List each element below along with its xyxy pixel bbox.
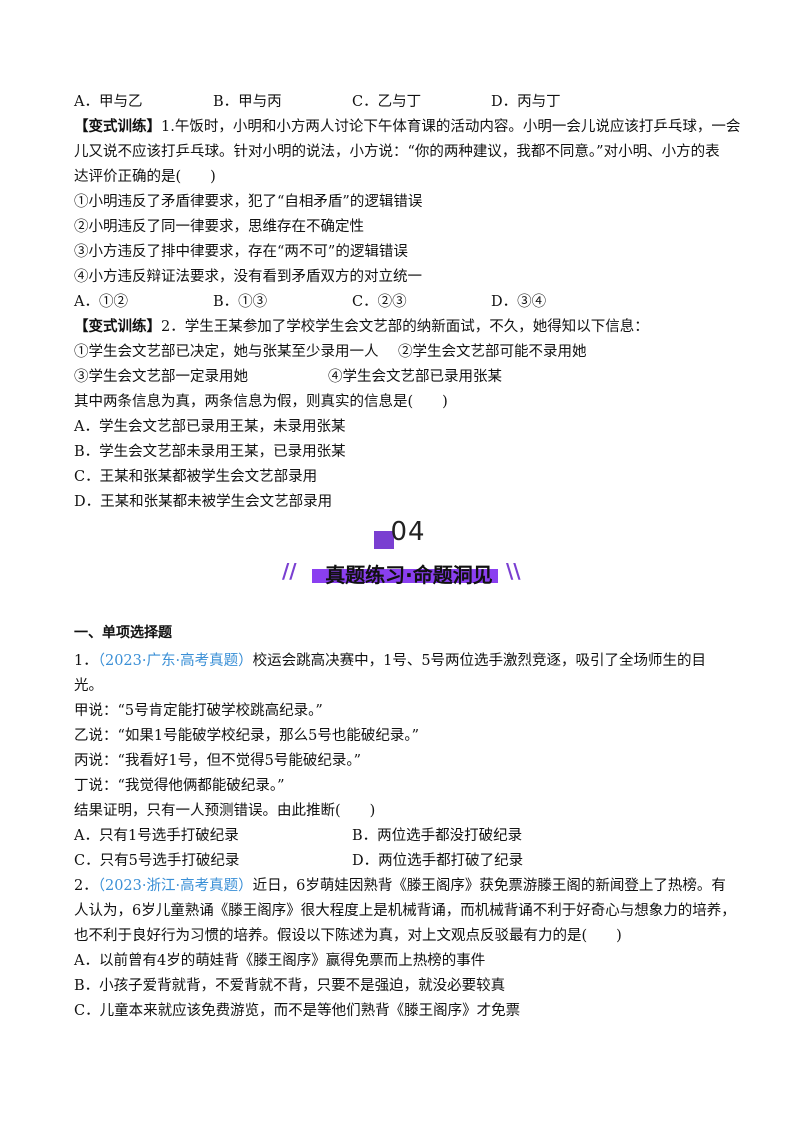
option-row: A．①② B．①③ C．②③ D．③④	[74, 292, 730, 312]
number-accent	[374, 531, 394, 549]
info-item: ①学生会文艺部已决定，她与张某至少录用一人	[74, 344, 379, 360]
option-c[interactable]: C．只有5号选手打破纪录	[74, 853, 240, 869]
option-row: A．只有1号选手打破纪录 B．两位选手都没打破纪录	[74, 826, 730, 846]
title-highlight	[312, 569, 498, 583]
banner-title-box: 真题练习·命题洞见	[304, 557, 500, 589]
question-text: 1.午饭时，小明和小方两人讨论下午体育课的活动内容。小明一会儿说应该打乒乓球，一…	[161, 119, 741, 135]
option-d[interactable]: D．两位选手都打破了纪录	[352, 853, 524, 869]
option-a[interactable]: A．只有1号选手打破纪录	[74, 828, 239, 844]
question-source: （2023·广东·高考真题）	[97, 653, 253, 669]
option-b[interactable]: B．甲与丙	[213, 94, 282, 110]
question-text: 2．学生王某参加了学校学生会文艺部的纳新面试，不久，她得知以下信息：	[161, 319, 649, 335]
statement: ②小明违反了同一律要求，思维存在不确定性	[74, 219, 364, 235]
question-text: 人认为，6岁儿童熟诵《滕王阁序》很大程度上是机械背诵，而机械背诵不利于好奇心与想…	[74, 903, 736, 919]
variant-question-2: 【变式训练】2．学生王某参加了学校学生会文艺部的纳新面试，不久，她得知以下信息：…	[74, 317, 730, 512]
option-a[interactable]: A．①②	[74, 294, 128, 310]
info-item: ④学生会文艺部已录用张某	[328, 369, 502, 385]
slash-decoration: //	[282, 559, 297, 583]
option-a[interactable]: A．甲与乙	[74, 94, 143, 110]
banner-title: 真题练习·命题洞见	[325, 563, 493, 587]
option-d[interactable]: D．③④	[491, 294, 547, 310]
question-2: 2．（2023·浙江·高考真题）近日，6岁萌娃因熟背《滕王阁序》获免票游滕王阁的…	[74, 876, 736, 1021]
question-number: 1．	[74, 653, 98, 669]
section-banner: 04 // 真题练习·命题洞见 \\	[74, 517, 730, 605]
info-item: ③学生会文艺部一定录用她	[74, 369, 248, 385]
question-text: 光。	[74, 678, 103, 694]
question-1: 1．（2023·广东·高考真题）校运会跳高决赛中，1号、5号两位选手激烈竞逐，吸…	[74, 651, 730, 821]
question-text: 儿又说不应该打乒乓球。针对小明的说法，小方说：“你的两种建议，我都不同意。”对小…	[74, 144, 720, 160]
question-text: 近日，6岁萌娃因熟背《滕王阁序》获免票游滕王阁的新闻登上了热榜。有	[252, 878, 726, 894]
question-source: （2023·浙江·高考真题）	[97, 878, 253, 894]
statement: ④小方违反辩证法要求，没有看到矛盾双方的对立统一	[74, 269, 422, 285]
option-d[interactable]: D．王某和张某都未被学生会文艺部录用	[74, 494, 333, 510]
option-row: A．甲与乙 B．甲与丙 C．乙与丁 D．丙与丁	[74, 92, 730, 112]
question-text: 其中两条信息为真，两条信息为假，则真实的信息是( )	[74, 394, 448, 410]
variant-question-1: 【变式训练】1.午饭时，小明和小方两人讨论下午体育课的活动内容。小明一会儿说应该…	[74, 117, 740, 287]
statement: ①小明违反了矛盾律要求，犯了“自相矛盾”的逻辑错误	[74, 194, 423, 210]
section-title: 一、单项选择题	[74, 625, 172, 641]
speaker-line: 丙说：“我看好1号，但不觉得5号能破纪录。”	[74, 753, 362, 769]
option-a[interactable]: A．学生会文艺部已录用王某，未录用张某	[74, 419, 346, 435]
speaker-line: 丁说：“我觉得他俩都能破纪录。”	[74, 778, 285, 794]
option-b[interactable]: B．①③	[213, 294, 268, 310]
option-b[interactable]: B．两位选手都没打破纪录	[352, 828, 523, 844]
option-a[interactable]: A．以前曾有4岁的萌娃背《滕王阁序》赢得免票而上热榜的事件	[74, 953, 486, 969]
option-b[interactable]: B．学生会文艺部未录用王某，已录用张某	[74, 444, 346, 460]
section-number: 04	[390, 517, 426, 547]
option-b[interactable]: B．小孩子爱背就背，不爱背就不背，只要不是强迫，就没必要较真	[74, 978, 506, 994]
variant-tag: 【变式训练】	[74, 318, 161, 335]
variant-tag: 【变式训练】	[74, 118, 161, 135]
option-c[interactable]: C．乙与丁	[352, 94, 422, 110]
document-page: A．甲与乙 B．甲与丙 C．乙与丁 D．丙与丁 【变式训练】1.午饭时，小明和小…	[74, 92, 740, 1026]
info-item: ②学生会文艺部可能不录用她	[398, 344, 587, 360]
question-text: 校运会跳高决赛中，1号、5号两位选手激烈竞逐，吸引了全场师生的目	[252, 653, 707, 669]
option-c[interactable]: C．②③	[352, 294, 407, 310]
question-text: 结果证明，只有一人预测错误。由此推断( )	[74, 803, 376, 819]
option-d[interactable]: D．丙与丁	[491, 94, 561, 110]
option-row: C．只有5号选手打破纪录 D．两位选手都打破了纪录	[74, 851, 730, 871]
question-text: 也不利于良好行为习惯的培养。假设以下陈述为真，对上文观点反驳最有力的是( )	[74, 928, 622, 944]
option-c[interactable]: C．王某和张某都被学生会文艺部录用	[74, 469, 318, 485]
slash-decoration: \\	[506, 559, 521, 583]
option-c[interactable]: C．儿童本来就应该免费游览，而不是等他们熟背《滕王阁序》才免票	[74, 1003, 521, 1019]
speaker-line: 乙说：“如果1号能破学校纪录，那么5号也能破纪录。”	[74, 728, 420, 744]
question-number: 2．	[74, 878, 98, 894]
statement: ③小方违反了排中律要求，存在“两不可”的逻辑错误	[74, 244, 408, 260]
question-text: 达评价正确的是( )	[74, 169, 216, 185]
speaker-line: 甲说：“5号肯定能打破学校跳高纪录。”	[74, 703, 323, 719]
